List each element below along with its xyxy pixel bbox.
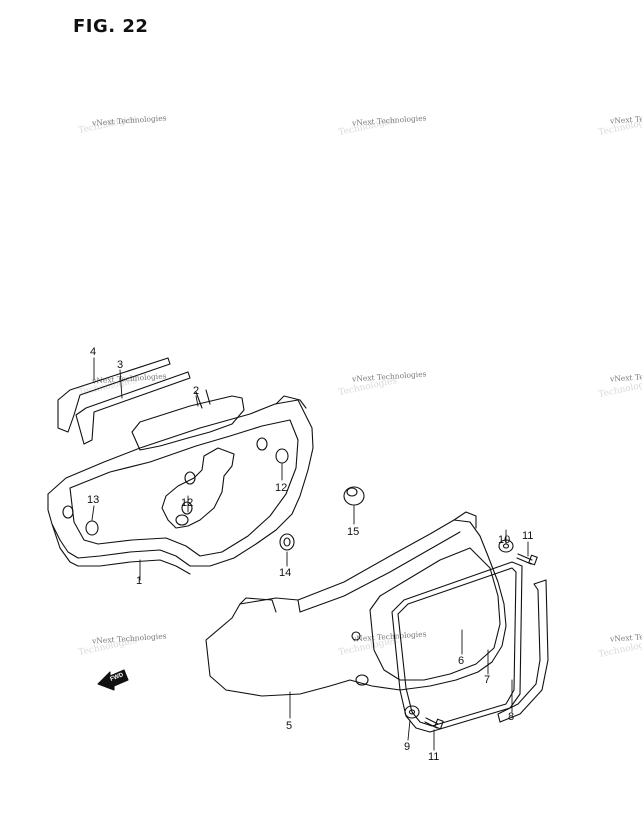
callout-7: 7	[484, 674, 490, 686]
bracket-hole	[175, 514, 189, 526]
callout-4: 4	[90, 346, 96, 358]
figure-title: FIG. 22	[73, 16, 149, 37]
callout-8: 8	[508, 711, 514, 723]
callout-14: 14	[279, 567, 291, 579]
trim-strip-4	[57, 357, 171, 433]
grommet-hole	[184, 471, 196, 485]
cover-hole	[351, 631, 361, 641]
callout-3: 3	[117, 359, 123, 371]
callout-13: 13	[87, 494, 99, 506]
cover-lower-lip	[51, 523, 191, 575]
callout-10: 10	[498, 534, 510, 546]
trim-strip-3	[75, 371, 191, 445]
callout-1: 1	[136, 575, 142, 587]
cover-body	[47, 399, 314, 567]
grommet-14-inner	[283, 537, 291, 547]
cushion-15	[343, 486, 365, 506]
fwd-arrow-icon: FWD	[97, 669, 129, 691]
grommet-13	[85, 520, 99, 536]
right-side-cover	[205, 511, 507, 697]
fwd-label: FWD	[110, 672, 126, 683]
cover-body	[205, 519, 507, 697]
mounting-bracket	[161, 447, 235, 529]
callout-11-bottom: 11	[428, 751, 439, 763]
callout-5: 5	[286, 720, 292, 732]
cover-tab	[453, 511, 477, 529]
emblem-frame-7-inner	[397, 567, 517, 727]
grommet-12-a	[275, 448, 289, 464]
callout-15: 15	[347, 526, 359, 538]
cover-panel-recess	[369, 547, 501, 681]
grommet-12-b	[181, 501, 193, 515]
pin-2	[195, 389, 211, 409]
callouts: 4 3 2 13 12 12 1 14 15 10 11 6 7 8 5 9 1…	[87, 346, 533, 763]
trim-strip-8	[497, 579, 549, 723]
washer-9-hole	[408, 709, 416, 715]
cover-top-edge	[239, 531, 461, 613]
callout-12-b: 12	[275, 482, 287, 494]
cushion-15-inner	[346, 487, 358, 497]
grommet-hole	[256, 437, 268, 451]
cover-corner	[275, 395, 307, 409]
bolt-11-bottom-head	[434, 718, 444, 730]
cover-recess	[69, 419, 299, 557]
leader-lines	[91, 357, 529, 751]
washer-9	[404, 705, 420, 719]
grommet-hole	[62, 505, 74, 519]
cover-top-flange	[131, 395, 245, 451]
left-side-cover	[47, 357, 314, 575]
grommet-14	[279, 533, 295, 551]
bolt-11-head	[528, 554, 538, 566]
callout-6: 6	[458, 655, 464, 667]
callout-12-a: 12	[181, 497, 193, 509]
callout-11-top: 11	[522, 530, 533, 542]
callout-9: 9	[404, 741, 410, 753]
cover-hole	[355, 674, 369, 686]
callout-2: 2	[193, 385, 199, 397]
